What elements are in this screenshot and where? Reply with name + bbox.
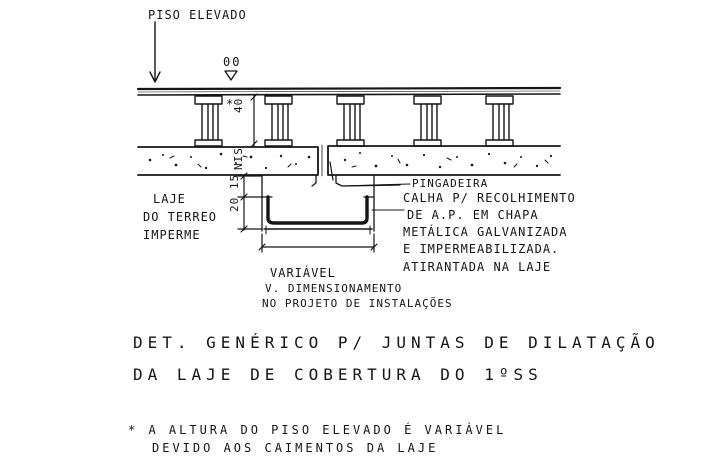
label-calha-line1: CALHA P/ RECOLHIMENTO <box>403 191 576 205</box>
leader-pingadeira <box>341 183 411 187</box>
label-dimensionamento-line1: V. DIMENSIONAMENTO <box>265 282 403 295</box>
note-line1: * A ALTURA DO PISO ELEVADO É VARIÁVEL <box>128 423 507 437</box>
label-dimensionamento-line2: NO PROJETO DE INSTALAÇÕES <box>262 297 453 310</box>
dim-label-2015: 20 15 <box>228 173 241 212</box>
dimension-line-gutter-width <box>258 233 378 253</box>
label-calha-line5: ATIRANTADA NA LAJE <box>403 260 552 274</box>
label-laje-line2: DO TERREO <box>143 210 218 224</box>
label-laje-line1: LAJE <box>153 192 186 206</box>
label-variavel: VARIÁVEL <box>270 266 336 280</box>
dim-label-40: 40 <box>232 97 245 113</box>
concrete-aggregate-hatch <box>148 152 553 170</box>
label-laje-line3: IMPERME <box>143 228 201 242</box>
concrete-slab <box>137 144 561 181</box>
note-line2: DEVIDO AOS CAIMENTOS DA LAJE <box>152 441 439 455</box>
level-triangle-icon <box>224 70 238 81</box>
label-piso-elevado: PISO ELEVADO <box>148 8 247 22</box>
pedestal-support <box>413 95 442 147</box>
label-pingadeira: PINGADEIRA <box>412 177 489 190</box>
dimension-line-gutter-depth <box>237 172 263 233</box>
dim-label-nis: NIS <box>232 147 245 170</box>
concrete-aggregate-strokes <box>169 155 549 168</box>
raised-floor-panel <box>136 86 562 96</box>
label-calha-line4: E IMPERMEABILIZADA. <box>403 242 560 256</box>
pedestal-support <box>336 95 365 147</box>
dimension-line-floor-height <box>250 93 258 148</box>
pedestal-support <box>264 95 293 147</box>
leader-piso-elevado <box>149 21 161 83</box>
pedestal-support <box>194 95 223 147</box>
label-calha-line2: DE A.P. EM CHAPA <box>407 208 539 222</box>
label-calha-line3: METÁLICA GALVANIZADA <box>403 225 568 239</box>
pedestal-support <box>485 95 514 147</box>
level-mark: 00 <box>223 55 242 69</box>
collection-gutter <box>261 175 375 235</box>
detail-title-line2: DA LAJE DE COBERTURA DO 1ºSS <box>133 365 543 384</box>
asterisk-mark: * <box>226 97 235 111</box>
detail-title-line1: DET. GENÉRICO P/ JUNTAS DE DILATAÇÃO <box>133 333 660 352</box>
